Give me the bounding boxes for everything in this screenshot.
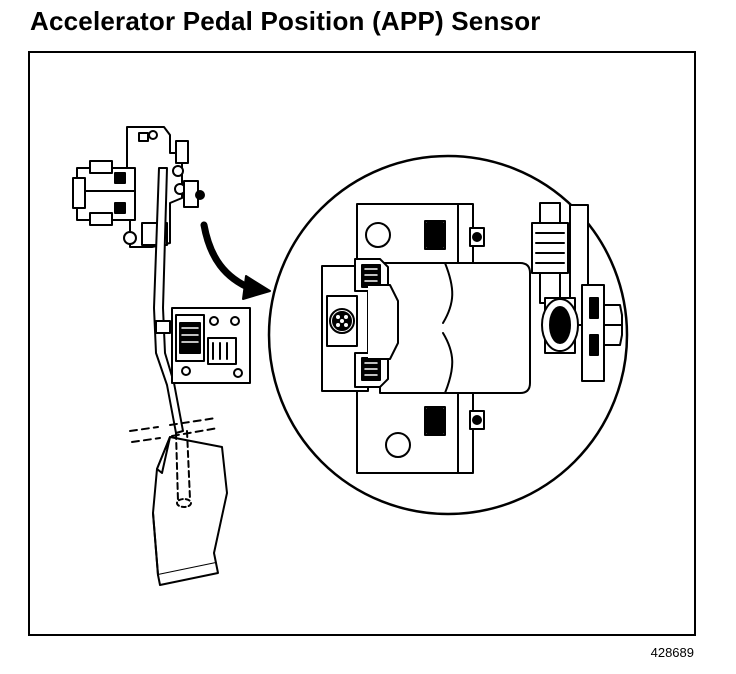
illustration-frame xyxy=(28,51,696,636)
pedal-assembly-icon xyxy=(72,126,251,586)
sensor-detail-icon xyxy=(267,154,629,516)
diagram-canvas xyxy=(72,126,629,586)
callout-arrow-icon xyxy=(200,221,271,300)
page-title: Accelerator Pedal Position (APP) Sensor xyxy=(30,6,541,36)
figure-number: 428689 xyxy=(650,645,694,660)
